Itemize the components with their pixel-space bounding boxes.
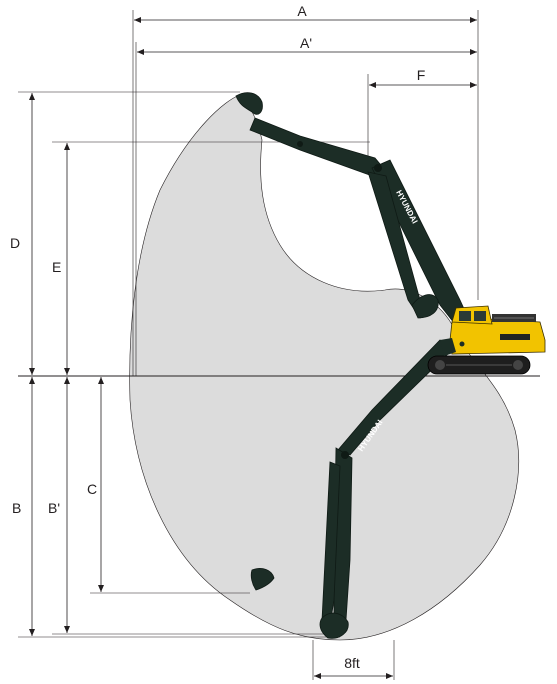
excavator-body bbox=[427, 305, 546, 375]
label-b: B bbox=[12, 500, 21, 516]
label-c: C bbox=[87, 481, 97, 497]
label-b-prime: B' bbox=[48, 500, 60, 516]
label-d: D bbox=[10, 235, 20, 251]
bucket-top-left bbox=[235, 92, 263, 115]
bucket-bottom-left bbox=[250, 568, 275, 591]
boom-lower-position: HYUNDAI bbox=[319, 339, 451, 639]
label-f: F bbox=[417, 67, 426, 83]
label-a: A bbox=[297, 3, 307, 19]
label-8ft: 8ft bbox=[344, 655, 360, 671]
label-a-prime: A' bbox=[300, 35, 312, 51]
boom-upper-position: HYUNDAI bbox=[249, 117, 471, 329]
label-e: E bbox=[52, 259, 61, 275]
working-envelope bbox=[129, 94, 519, 641]
